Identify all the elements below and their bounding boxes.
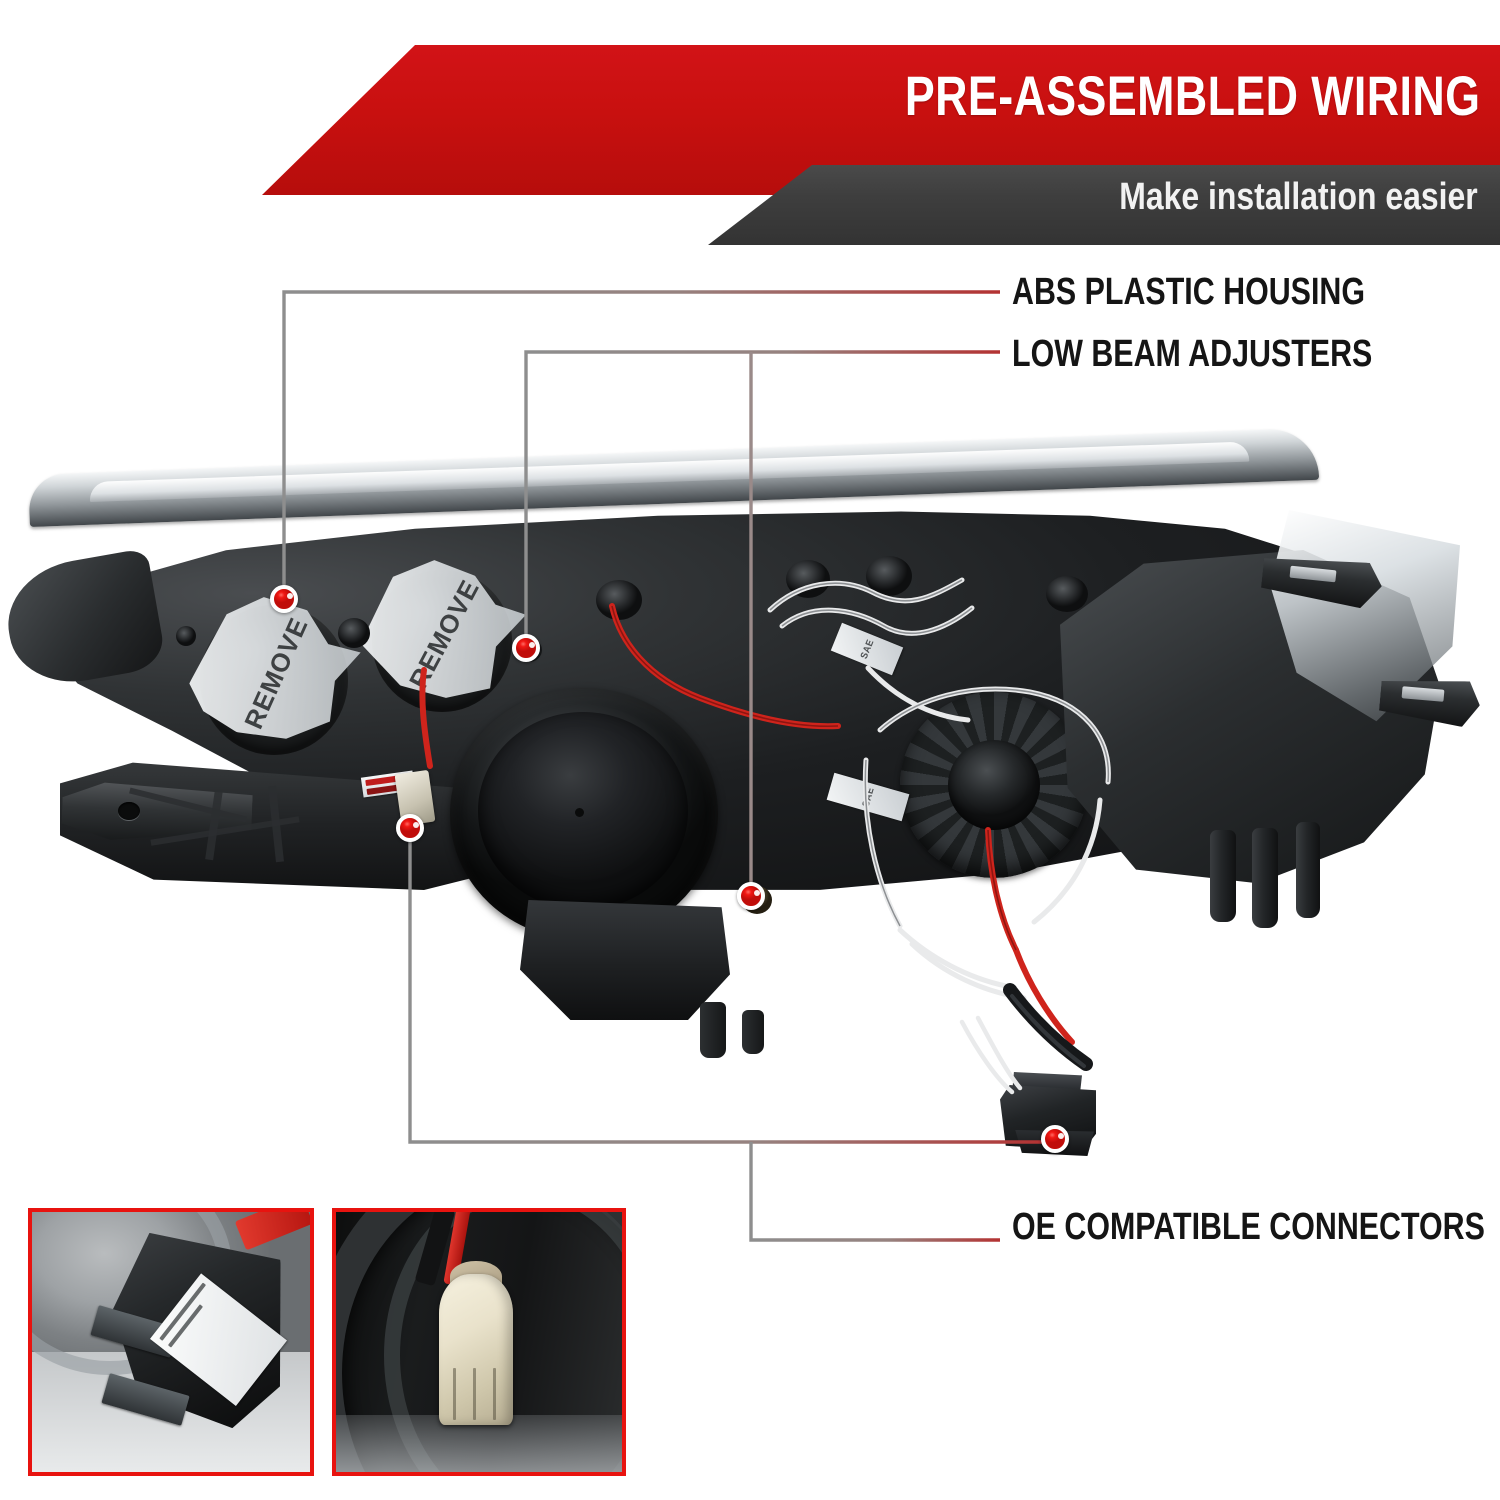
housing-boss: [176, 626, 196, 646]
housing-post: [1252, 828, 1278, 928]
thumb-t10-socket[interactable]: [332, 1208, 626, 1476]
marker-abs-housing[interactable]: [270, 585, 298, 613]
housing-boss: [1046, 576, 1088, 612]
housing-boss: [866, 556, 912, 596]
housing-peg: [742, 1010, 764, 1054]
thumb2-t10-socket-body: [438, 1274, 514, 1426]
bulb-socket-hub: [948, 740, 1040, 830]
callout-label-abs-plastic-housing: ABS PLASTIC HOUSING: [1012, 271, 1365, 313]
thumb2-socket-slot: [453, 1368, 457, 1420]
housing-post: [1296, 822, 1320, 918]
housing-boss: [338, 618, 370, 648]
housing-boss: [596, 580, 642, 620]
thumb-oe-connector[interactable]: [28, 1208, 314, 1476]
leader-low-beam-adjusters: [524, 350, 1000, 896]
callout-label-oe-compatible-connectors: OE COMPATIBLE CONNECTORS: [1012, 1206, 1485, 1248]
leader-oe-compatible-connectors: [408, 828, 1045, 1242]
marker-bulb-socket[interactable]: [396, 814, 424, 842]
banner-title: PRE-ASSEMBLED WIRING: [904, 64, 1480, 127]
product-photo-headlight: REMOVE REMOVE: [0, 427, 1500, 1156]
banner-dark-shape: [708, 165, 1500, 245]
leader-abs-plastic-housing: [282, 290, 1000, 599]
wiring-harness: [419, 577, 1111, 1095]
mounting-hole: [118, 802, 140, 820]
projector-center-mark: [575, 808, 584, 817]
header-banner: PRE-ASSEMBLED WIRING Make installation e…: [0, 0, 1500, 260]
housing-peg: [700, 1002, 726, 1058]
marker-oe-connector[interactable]: [1041, 1125, 1069, 1153]
housing-post: [1210, 830, 1236, 922]
banner-subtitle: Make installation easier: [1119, 176, 1478, 218]
callout-label-low-beam-adjusters: LOW BEAM ADJUSTERS: [1012, 333, 1373, 375]
marker-low-beam-1[interactable]: [512, 634, 540, 662]
bowl-mount-block: [520, 900, 730, 1020]
marker-low-beam-2[interactable]: [737, 882, 765, 910]
thumb2-socket-slot: [493, 1368, 497, 1420]
thumb2-housing-rim: [336, 1212, 622, 1472]
thumb2-socket-slot: [473, 1368, 477, 1420]
